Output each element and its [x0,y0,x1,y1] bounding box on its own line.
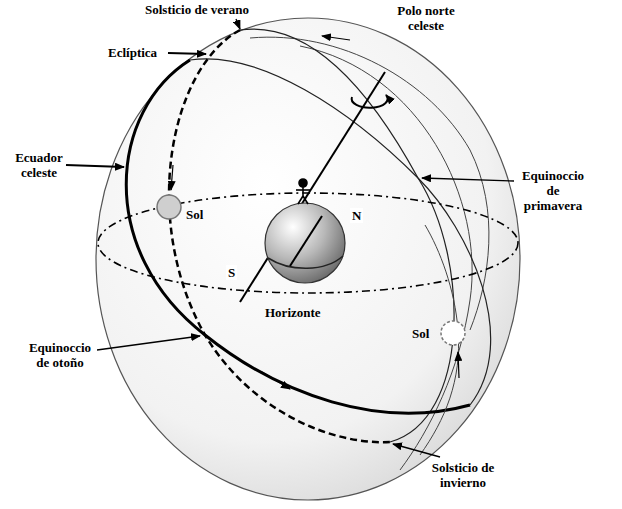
rotation-arrow [352,95,388,108]
motion-arrow [458,352,459,378]
horizon-ellipse [98,193,518,293]
leader-arrow [236,19,240,29]
sun-label: Sol [186,207,203,222]
callout-label: Equinoccio de otoño [25,340,95,370]
callout-label: Equinoccio de primavera [518,168,588,213]
direction-letter: S [226,265,237,280]
callout-label: Eclíptica [108,45,157,60]
axis-front [290,216,322,266]
callout-label: Polo norte celeste [395,3,457,33]
leader-arrow [97,336,200,350]
motion-arrow [171,165,173,190]
earth-equator [268,256,343,268]
callout-label: Solsticio de invierno [428,460,498,490]
leader-arrow [168,53,206,54]
sun [441,321,465,345]
direction-letter: N [350,208,363,223]
sphere-outline [96,18,520,500]
callout-label: Ecuador celeste [12,150,66,180]
observer [296,179,310,204]
motion-arrow [262,372,290,389]
callout-label: Solsticio de verano [145,2,249,17]
ecliptic-front [169,30,390,442]
leader-arrow [66,165,124,167]
horizon-label: Horizonte [265,305,321,320]
earth [265,203,345,283]
leader-arrow [422,178,514,181]
sun [157,195,181,219]
sun-label: Sol [412,326,429,341]
leader-arrow [393,444,440,457]
equator-front [126,60,470,413]
motion-arrow [322,36,350,40]
equator-back [190,59,491,405]
